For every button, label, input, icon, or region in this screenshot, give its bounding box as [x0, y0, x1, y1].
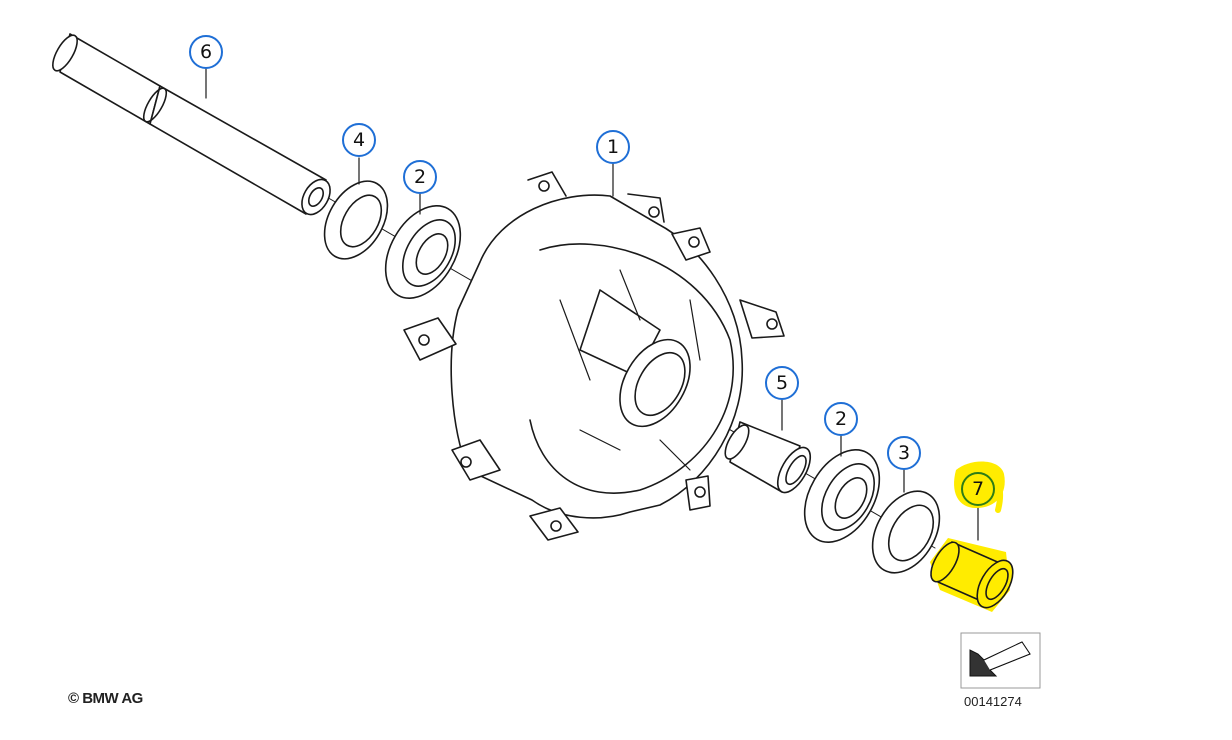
- copyright-label: © BMW AG: [68, 690, 143, 707]
- svg-text:6: 6: [200, 41, 212, 63]
- svg-text:5: 5: [776, 372, 788, 394]
- shaft-seal-left-part: [323, 180, 389, 260]
- spacer-sleeve-part: [724, 421, 812, 494]
- orientation-arrow-icon: [960, 632, 1041, 689]
- shaft-seal-right-part: [871, 490, 941, 574]
- svg-text:7: 7: [972, 478, 984, 500]
- ball-bearing-left-part: [384, 205, 462, 299]
- callout-2-right[interactable]: 2: [824, 402, 858, 436]
- callout-2-left[interactable]: 2: [403, 160, 437, 194]
- svg-text:3: 3: [898, 442, 910, 464]
- svg-text:4: 4: [353, 129, 365, 151]
- svg-text:2: 2: [835, 408, 847, 430]
- rear-wheel-hub-part: [403, 171, 785, 541]
- spacer-tube-part: [52, 33, 331, 216]
- svg-text:2: 2: [414, 166, 426, 188]
- diagram-id-label: 00141274: [964, 694, 1022, 709]
- ball-bearing-right-part: [803, 449, 881, 543]
- leader-lines: [205, 67, 979, 541]
- spacer-bush-part: [930, 464, 1014, 612]
- callout-3[interactable]: 3: [887, 436, 921, 470]
- callouts: 6 4 2 1 5 2 3 7: [189, 35, 1005, 508]
- callout-6[interactable]: 6: [189, 35, 223, 69]
- svg-text:1: 1: [607, 136, 619, 158]
- callout-7[interactable]: 7: [954, 461, 1005, 508]
- callout-5[interactable]: 5: [765, 366, 799, 400]
- callout-1[interactable]: 1: [596, 130, 630, 164]
- callout-4[interactable]: 4: [342, 123, 376, 157]
